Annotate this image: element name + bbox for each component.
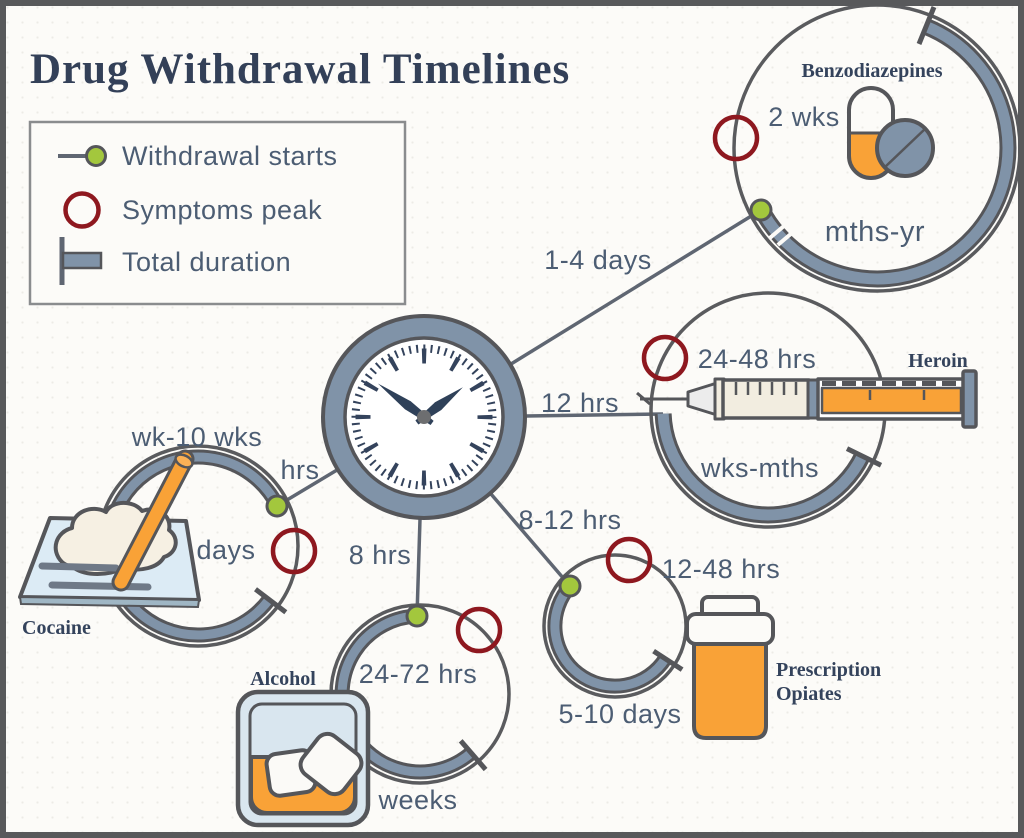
plunger-rod-orange: [820, 386, 963, 415]
cocaine-withdrawal-starts-label: hrs: [280, 455, 319, 485]
ice-cube: [298, 731, 364, 797]
heroin-name: Heroin: [908, 350, 968, 372]
clock-hour-ticks: [355, 348, 493, 486]
barrel-graduations: [734, 382, 798, 395]
capsule-and-tablet-icon: [847, 86, 935, 180]
alcohol-withdrawal-starts-label: 8 hrs: [349, 540, 412, 570]
total-duration-icon: [59, 237, 103, 285]
syringe-tip-cone: [686, 381, 719, 417]
alcohol-name: Alcohol: [250, 668, 316, 690]
alcohol-duration-label: weeks: [377, 785, 457, 815]
glass-with-ice-icon: [235, 689, 371, 828]
prescription-opiates-group: 12-48 hrs 5-10 days Prescription Opiates: [542, 536, 881, 740]
mirror-powder-straw-icon: [18, 449, 201, 609]
line-to-benzodiazepines: [510, 208, 762, 366]
page-title: Drug Withdrawal Timelines: [30, 46, 570, 93]
cocaine-duration-end-tick: [253, 587, 288, 615]
plunger-thumb-rest: [961, 369, 978, 429]
heroin-duration-end-tick: [845, 446, 883, 468]
bottle-cap-base: [685, 612, 775, 646]
opiates-withdrawal-start-dot: [558, 574, 582, 598]
cocaine-duration-label: wk-10 wks: [131, 422, 263, 452]
benzo-name: Benzodiazepines: [801, 60, 942, 82]
benzo-withdrawal-start-dot: [749, 198, 773, 222]
opiates-symptoms-peak-ring: [605, 536, 653, 584]
legend-duration-bar: [61, 251, 103, 270]
alcohol-duration-end-tick: [458, 739, 488, 772]
benzodiazepines-group: Benzodiazepines 2 wks mths-yr: [712, 3, 1022, 293]
legend-green-dot: [85, 145, 107, 167]
mirror-tray-edge: [18, 595, 201, 609]
benzo-symptoms-peak-ring: [712, 114, 760, 162]
alcohol-symptoms-peak-label: 24-72 hrs: [359, 659, 478, 689]
straw-opening: [174, 453, 194, 469]
syringe-barrel: [721, 378, 811, 420]
benzo-duration-label: mths-yr: [825, 216, 925, 248]
benzo-arc-break-mark: [776, 231, 793, 247]
opiates-symptoms-peak-label: 12-48 hrs: [662, 554, 781, 584]
benzo-arc-break-mark: [768, 224, 785, 240]
legend-label-total-duration: Total duration: [122, 247, 291, 277]
heroin-symptoms-peak-label: 24-48 hrs: [698, 344, 817, 374]
powder-line: [38, 562, 120, 572]
bottle-body: [692, 642, 768, 740]
central-clock: [321, 314, 527, 520]
legend-label-symptoms-peak: Symptoms peak: [122, 195, 322, 225]
clock-bezel: [324, 317, 524, 517]
cocaine-symptoms-peak-ring: [270, 527, 318, 575]
heroin-withdrawal-starts-label: 12 hrs: [541, 388, 619, 418]
clock-bezel-outer-edge: [321, 314, 527, 520]
heroin-duration-arc: [657, 413, 868, 521]
pill-bottle-icon: [685, 595, 775, 740]
line-to-alcohol: [415, 518, 422, 617]
withdrawal-starts-icon: [58, 145, 107, 167]
opiates-name-line1: Prescription: [776, 659, 881, 681]
opiates-duration-arc: [550, 582, 670, 691]
alcohol-group: 24-72 hrs weeks Alcohol: [235, 603, 511, 828]
benzo-duration-arc: [756, 21, 1014, 285]
powder-line: [48, 581, 152, 591]
legend-label-withdrawal-starts: Withdrawal starts: [122, 141, 338, 171]
heroin-duration-label: wks-mths: [700, 453, 819, 483]
opiates-duration-end-tick: [652, 649, 684, 672]
opiates-withdrawal-starts-label: 8-12 hrs: [518, 505, 621, 535]
alcohol-withdrawal-start-dot: [405, 604, 429, 628]
cocaine-symptoms-peak-label: days: [196, 535, 255, 565]
legend: Withdrawal starts Symptoms peak Total du…: [28, 120, 407, 306]
cocaine-name: Cocaine: [22, 617, 91, 639]
heroin-group: 24-48 hrs Heroin wks-mths: [636, 291, 978, 529]
cocaine-withdrawal-start-dot: [265, 494, 289, 518]
opiates-duration-label: 5-10 days: [558, 699, 681, 729]
benzo-withdrawal-starts-label: 1-4 days: [544, 245, 652, 275]
cocaine-group: wk-10 wks days Cocaine: [18, 422, 318, 648]
line-to-opiates: [489, 492, 572, 588]
syringe-icon: [636, 369, 978, 429]
symptoms-peak-icon: [63, 191, 101, 229]
straw: [114, 452, 192, 589]
heroin-symptoms-peak-ring: [641, 334, 689, 382]
alcohol-symptoms-peak-ring: [455, 606, 503, 654]
clock-center-dot: [417, 410, 431, 424]
benzo-symptoms-peak-label: 2 wks: [768, 102, 840, 132]
line-to-heroin: [525, 412, 664, 418]
connector-lines: 1-4 days 12 hrs 8-12 hrs 8 hrs hrs: [276, 208, 762, 617]
benzo-duration-end-tick: [916, 6, 937, 45]
tablet-score-line: [883, 127, 927, 169]
opiates-name-line2: Opiates: [776, 683, 842, 705]
